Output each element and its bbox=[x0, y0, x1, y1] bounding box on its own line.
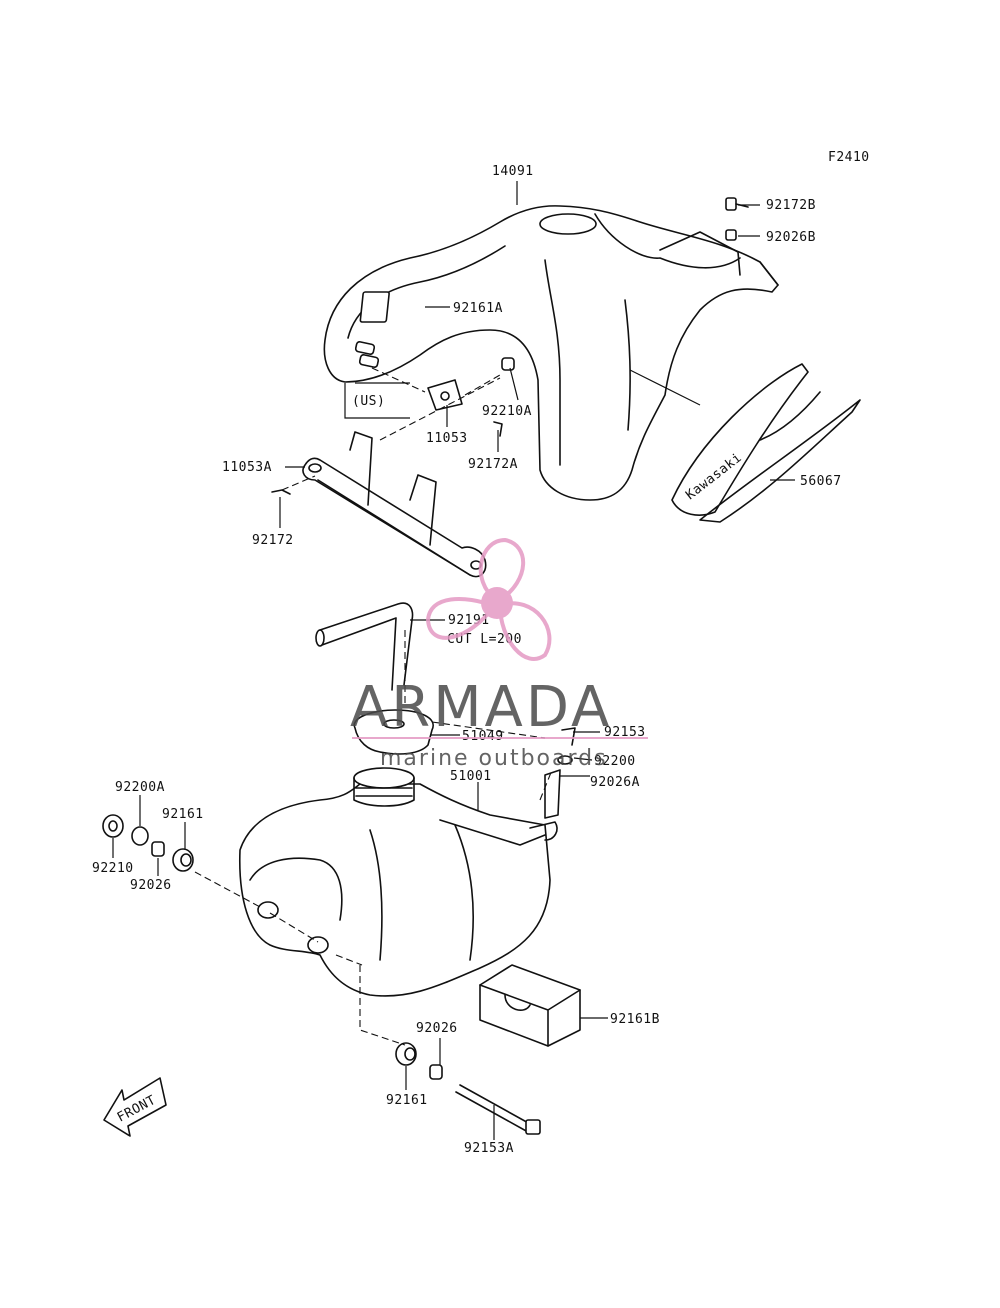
part-labels: 14091 92172B 92026B 92161A (US) 92210A 1… bbox=[92, 164, 842, 1156]
label-92153: 92153 bbox=[604, 725, 646, 740]
label-92161-top: 92161 bbox=[162, 807, 204, 822]
front-arrow: FRONT bbox=[103, 1077, 167, 1137]
frame-bracket-11053A bbox=[271, 431, 487, 578]
label-92161-bottom: 92161 bbox=[386, 1093, 428, 1108]
bracket-11053 bbox=[427, 357, 515, 437]
label-92172A: 92172A bbox=[468, 457, 518, 472]
bolt-92172B bbox=[725, 197, 749, 211]
label-11053: 11053 bbox=[426, 431, 468, 446]
fuel-tank-51001 bbox=[238, 767, 558, 997]
label-92200: 92200 bbox=[594, 754, 636, 769]
label-51001: 51001 bbox=[450, 769, 492, 784]
leader-lines bbox=[112, 181, 795, 1140]
label-92161B: 92161B bbox=[610, 1012, 660, 1027]
assembly-lines bbox=[194, 367, 553, 1046]
label-92026B: 92026B bbox=[766, 230, 816, 245]
decal-56067: Kawasaki bbox=[671, 363, 861, 523]
bolt-92153-set bbox=[544, 727, 576, 819]
label-92210A: 92210A bbox=[482, 404, 532, 419]
fastener-set-bottom bbox=[395, 1042, 443, 1080]
label-56067: 56067 bbox=[800, 474, 842, 489]
label-92026A: 92026A bbox=[590, 775, 640, 790]
nut-92026B bbox=[725, 229, 737, 241]
label-cut-length: CUT L=200 bbox=[447, 632, 522, 647]
us-bracket bbox=[344, 382, 410, 419]
label-92210: 92210 bbox=[92, 861, 134, 876]
watermark-tagline: marine outboards bbox=[380, 746, 608, 771]
figure-code: F2410 bbox=[828, 150, 870, 165]
label-92153A: 92153A bbox=[464, 1141, 514, 1156]
label-11053A: 11053A bbox=[222, 460, 272, 475]
label-us: (US) bbox=[352, 394, 385, 409]
armada-watermark: ARMADA marine outboards bbox=[350, 537, 648, 771]
label-92026-bottom: 92026 bbox=[416, 1021, 458, 1036]
label-51049: 51049 bbox=[462, 729, 504, 744]
label-14091: 14091 bbox=[492, 164, 534, 179]
damper-92161B bbox=[479, 964, 581, 1047]
propeller-logo bbox=[425, 537, 552, 661]
watermark-brand: ARMADA bbox=[350, 675, 612, 740]
label-92172B: 92172B bbox=[766, 198, 816, 213]
front-fender-14091 bbox=[323, 205, 779, 501]
label-92161A: 92161A bbox=[453, 301, 503, 316]
label-92200A: 92200A bbox=[115, 780, 165, 795]
bolt-92153A bbox=[455, 1084, 541, 1135]
fastener-set-left bbox=[102, 814, 194, 872]
label-92172: 92172 bbox=[252, 533, 294, 548]
label-92026-top: 92026 bbox=[130, 878, 172, 893]
